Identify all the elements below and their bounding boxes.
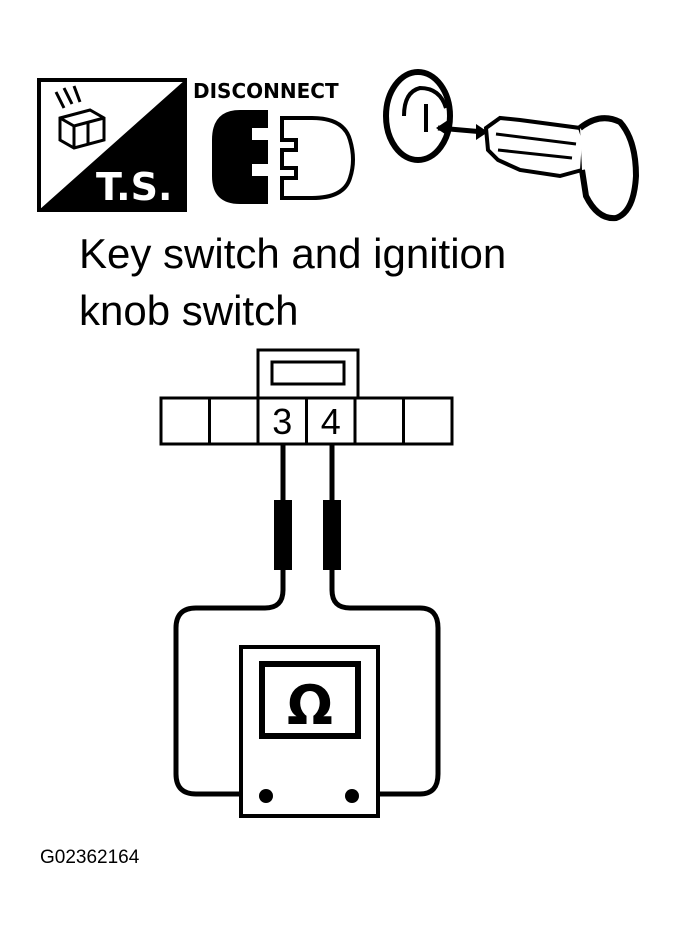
ohm-symbol: Ω xyxy=(287,674,333,737)
probe-3 xyxy=(274,500,292,570)
disconnect-label: DISCONNECT xyxy=(193,79,339,103)
ignition-key-icon xyxy=(383,69,640,222)
meter-terminal-left xyxy=(259,789,273,803)
title-line-2: knob switch xyxy=(79,287,298,334)
terminal-number: 3 xyxy=(272,401,292,442)
figure-id: G02362164 xyxy=(40,847,140,868)
connector-terminal-cell xyxy=(208,396,260,446)
connector-terminal-cell xyxy=(159,396,211,446)
ts-label: T.S. xyxy=(96,165,172,209)
meter-terminal-right xyxy=(345,789,359,803)
probe-4 xyxy=(323,500,341,570)
terminal-number: 4 xyxy=(321,401,341,442)
connector-test-icon: T.S. xyxy=(37,78,187,212)
probe-leads xyxy=(173,444,441,797)
ohmmeter-icon: Ω xyxy=(239,645,380,818)
title-line-1: Key switch and ignition xyxy=(79,230,506,277)
disconnect-connector-icon: DISCONNECT xyxy=(193,79,355,204)
connector-terminal-cell xyxy=(353,396,405,446)
connector-terminal-cell xyxy=(402,396,454,446)
